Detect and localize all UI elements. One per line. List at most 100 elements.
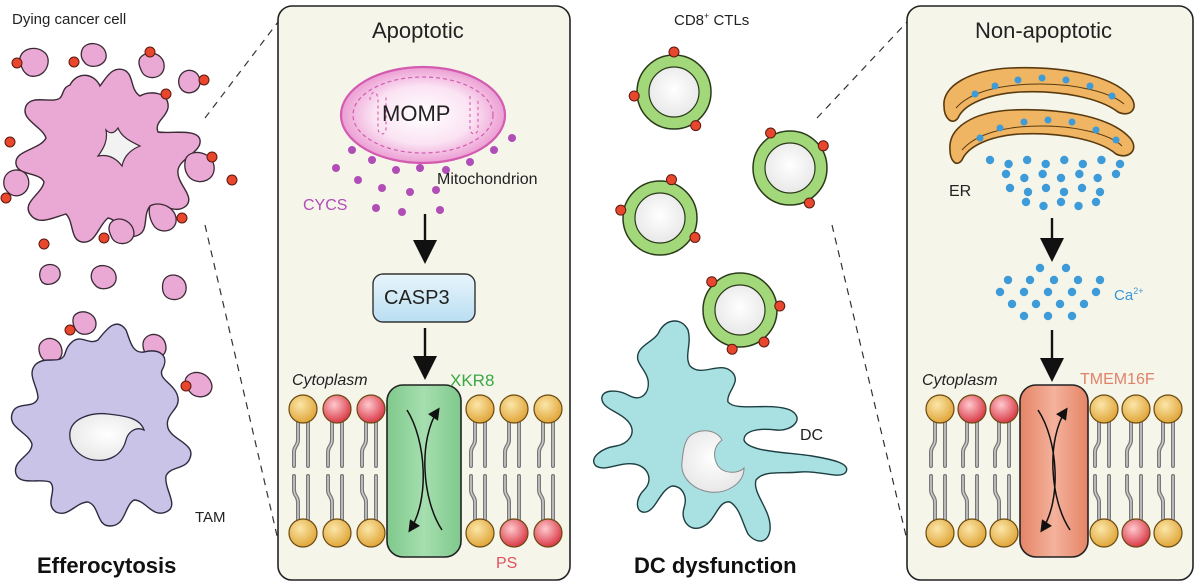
ca-ion <box>1061 263 1071 273</box>
ca-ion <box>1049 275 1059 285</box>
apoptotic-title: Apoptotic <box>372 18 464 43</box>
tmem16f-label: TMEM16F <box>1080 371 1155 388</box>
ps-dot <box>765 127 777 139</box>
ctl-cell <box>702 272 786 355</box>
lipid-head <box>1153 518 1183 548</box>
ca-dot <box>1115 159 1125 169</box>
lipid-head <box>322 518 352 548</box>
lipid-head <box>499 394 529 424</box>
ps-dot <box>758 336 770 348</box>
lipid-head <box>465 518 495 548</box>
ca-dot <box>1095 187 1105 197</box>
lipid-head <box>1089 394 1119 424</box>
er-ca-dots <box>985 155 1125 211</box>
lipid-head <box>1153 394 1183 424</box>
efferocytosis-label: Efferocytosis <box>37 553 177 578</box>
ca-ion-dots <box>995 263 1105 321</box>
ca-dot <box>1075 169 1084 179</box>
ca-dot <box>1001 169 1011 179</box>
ca-ion <box>1079 299 1089 309</box>
ctl-cell <box>752 127 829 209</box>
ps-dot <box>690 120 702 132</box>
ca-dot <box>1038 169 1047 179</box>
ca-dot <box>1078 159 1088 169</box>
ca-dot <box>1077 183 1087 193</box>
ps-dot <box>628 90 640 102</box>
dc-dysfunction-label: DC dysfunction <box>634 553 797 578</box>
cytoplasm-label-right: Cytoplasm <box>922 372 998 389</box>
lipid-head <box>925 394 955 424</box>
ca-ion <box>1003 275 1013 285</box>
non-apoptotic-panel <box>906 5 1194 581</box>
dying-cancer-cell <box>0 43 238 398</box>
apoptotic-membrane <box>288 394 563 548</box>
ca-ion <box>1035 263 1045 273</box>
ps-dot <box>803 197 815 209</box>
ctl-cell <box>615 174 701 256</box>
ca-ion <box>995 287 1005 297</box>
ca-ion <box>1031 299 1041 309</box>
cytoplasm-label-left: Cytoplasm <box>292 372 368 389</box>
ca-ion <box>1067 311 1077 321</box>
ca-ion <box>1095 275 1105 285</box>
ca-dot <box>1022 155 1032 165</box>
mitochondrion-label: Mitochondrion <box>437 171 538 188</box>
lipid-head <box>533 394 563 424</box>
ca-ion <box>1025 275 1035 285</box>
lipid-head <box>356 518 386 548</box>
cancer-cell-nucleus <box>96 126 142 168</box>
ca-dot <box>1039 201 1048 211</box>
momp-label: MOMP <box>382 101 451 126</box>
xkr8-scramblase <box>386 384 462 558</box>
tam-phagosome <box>69 412 146 462</box>
tmem16f-scramblase <box>1019 384 1089 558</box>
lipid-head <box>288 394 318 424</box>
ca-dot <box>1020 173 1029 183</box>
dc-cell <box>593 320 848 542</box>
lipid-head <box>1089 518 1119 548</box>
ca-dot <box>1005 183 1015 193</box>
ca-ion <box>1043 287 1053 297</box>
mitochondrion <box>339 65 507 165</box>
xkr8-label: XKR8 <box>450 371 495 390</box>
ca-dot <box>1041 183 1051 193</box>
ca-ion <box>1019 287 1029 297</box>
ca-ion <box>1055 299 1065 309</box>
ps-lipid-head <box>356 394 386 424</box>
ca-dot <box>1056 197 1066 207</box>
ca-dot <box>1093 173 1102 183</box>
ps-label: PS <box>496 555 518 572</box>
ca-dot <box>1111 169 1121 179</box>
ca-dot <box>985 155 995 165</box>
lipid-head <box>957 518 987 548</box>
ps-lipid-head <box>533 518 563 548</box>
non-apoptotic-title: Non-apoptotic <box>975 18 1112 43</box>
ca-ion <box>1073 275 1083 285</box>
ps-dot <box>668 46 680 58</box>
ps-dot <box>706 276 718 288</box>
ca-dot <box>1097 155 1106 165</box>
ps-dot <box>817 140 829 152</box>
cd8-ctls-label: CD8+ CTLs <box>674 11 750 29</box>
ps-dot <box>689 231 701 243</box>
er-cisterna-mid <box>949 108 1135 165</box>
ca-dot <box>1056 173 1066 183</box>
tam-label: TAM <box>195 509 226 526</box>
ps-dot <box>615 204 627 216</box>
connector-lines <box>204 21 908 541</box>
ca-dot <box>1059 187 1069 197</box>
ps-lipid-head <box>499 518 529 548</box>
ca-dot <box>1004 159 1013 169</box>
ca-dot <box>1074 201 1083 211</box>
ps-lipid-head <box>322 394 352 424</box>
dc-nucleus <box>681 430 745 493</box>
cd8-ctls <box>615 46 829 355</box>
tam-cell <box>10 323 192 527</box>
dc-label: DC <box>800 427 824 444</box>
dc-body <box>593 320 848 542</box>
ca-dot <box>1021 197 1031 207</box>
dying-cancer-cell-label: Dying cancer cell <box>12 11 127 28</box>
ca-dot <box>1023 187 1033 197</box>
casp3-label: CASP3 <box>384 287 450 309</box>
ca-ion <box>1091 287 1101 297</box>
